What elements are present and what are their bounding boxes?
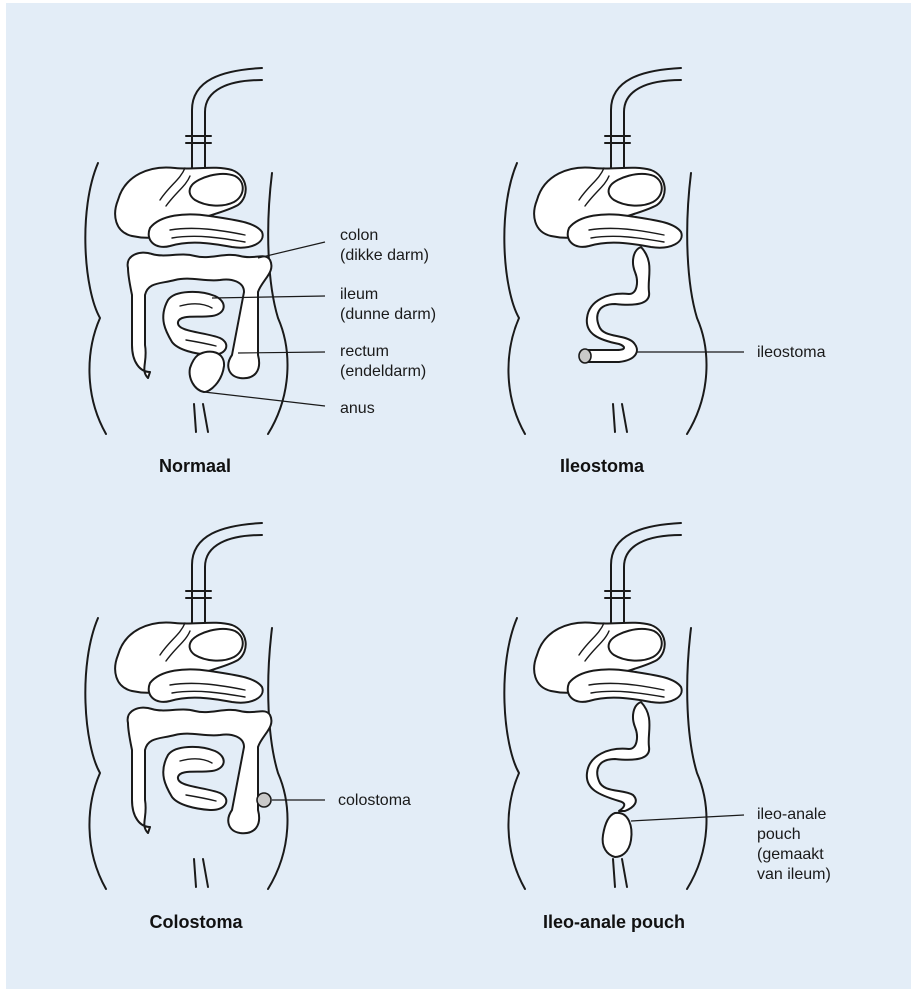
label-ileum: ileum(dunne darm): [340, 286, 436, 323]
label-ileostoma: ileostoma: [757, 344, 826, 361]
label-anus: anus: [340, 400, 375, 417]
title-normaal: Normaal: [159, 456, 231, 476]
title-ileo-anale-pouch: Ileo-anale pouch: [543, 912, 685, 932]
label-rectum: rectum(endeldarm): [340, 343, 426, 380]
title-colostoma: Colostoma: [149, 912, 243, 932]
panel-ileostoma: ileostoma Ileostoma: [504, 68, 825, 476]
panel-normaal: colon(dikke darm) ileum(dunne darm) rect…: [85, 68, 436, 476]
label-colostoma: colostoma: [338, 792, 411, 809]
title-ileostoma: Ileostoma: [560, 456, 645, 476]
panel-colostoma: colostoma Colostoma: [85, 523, 411, 932]
label-colon: colon(dikke darm): [340, 227, 429, 264]
